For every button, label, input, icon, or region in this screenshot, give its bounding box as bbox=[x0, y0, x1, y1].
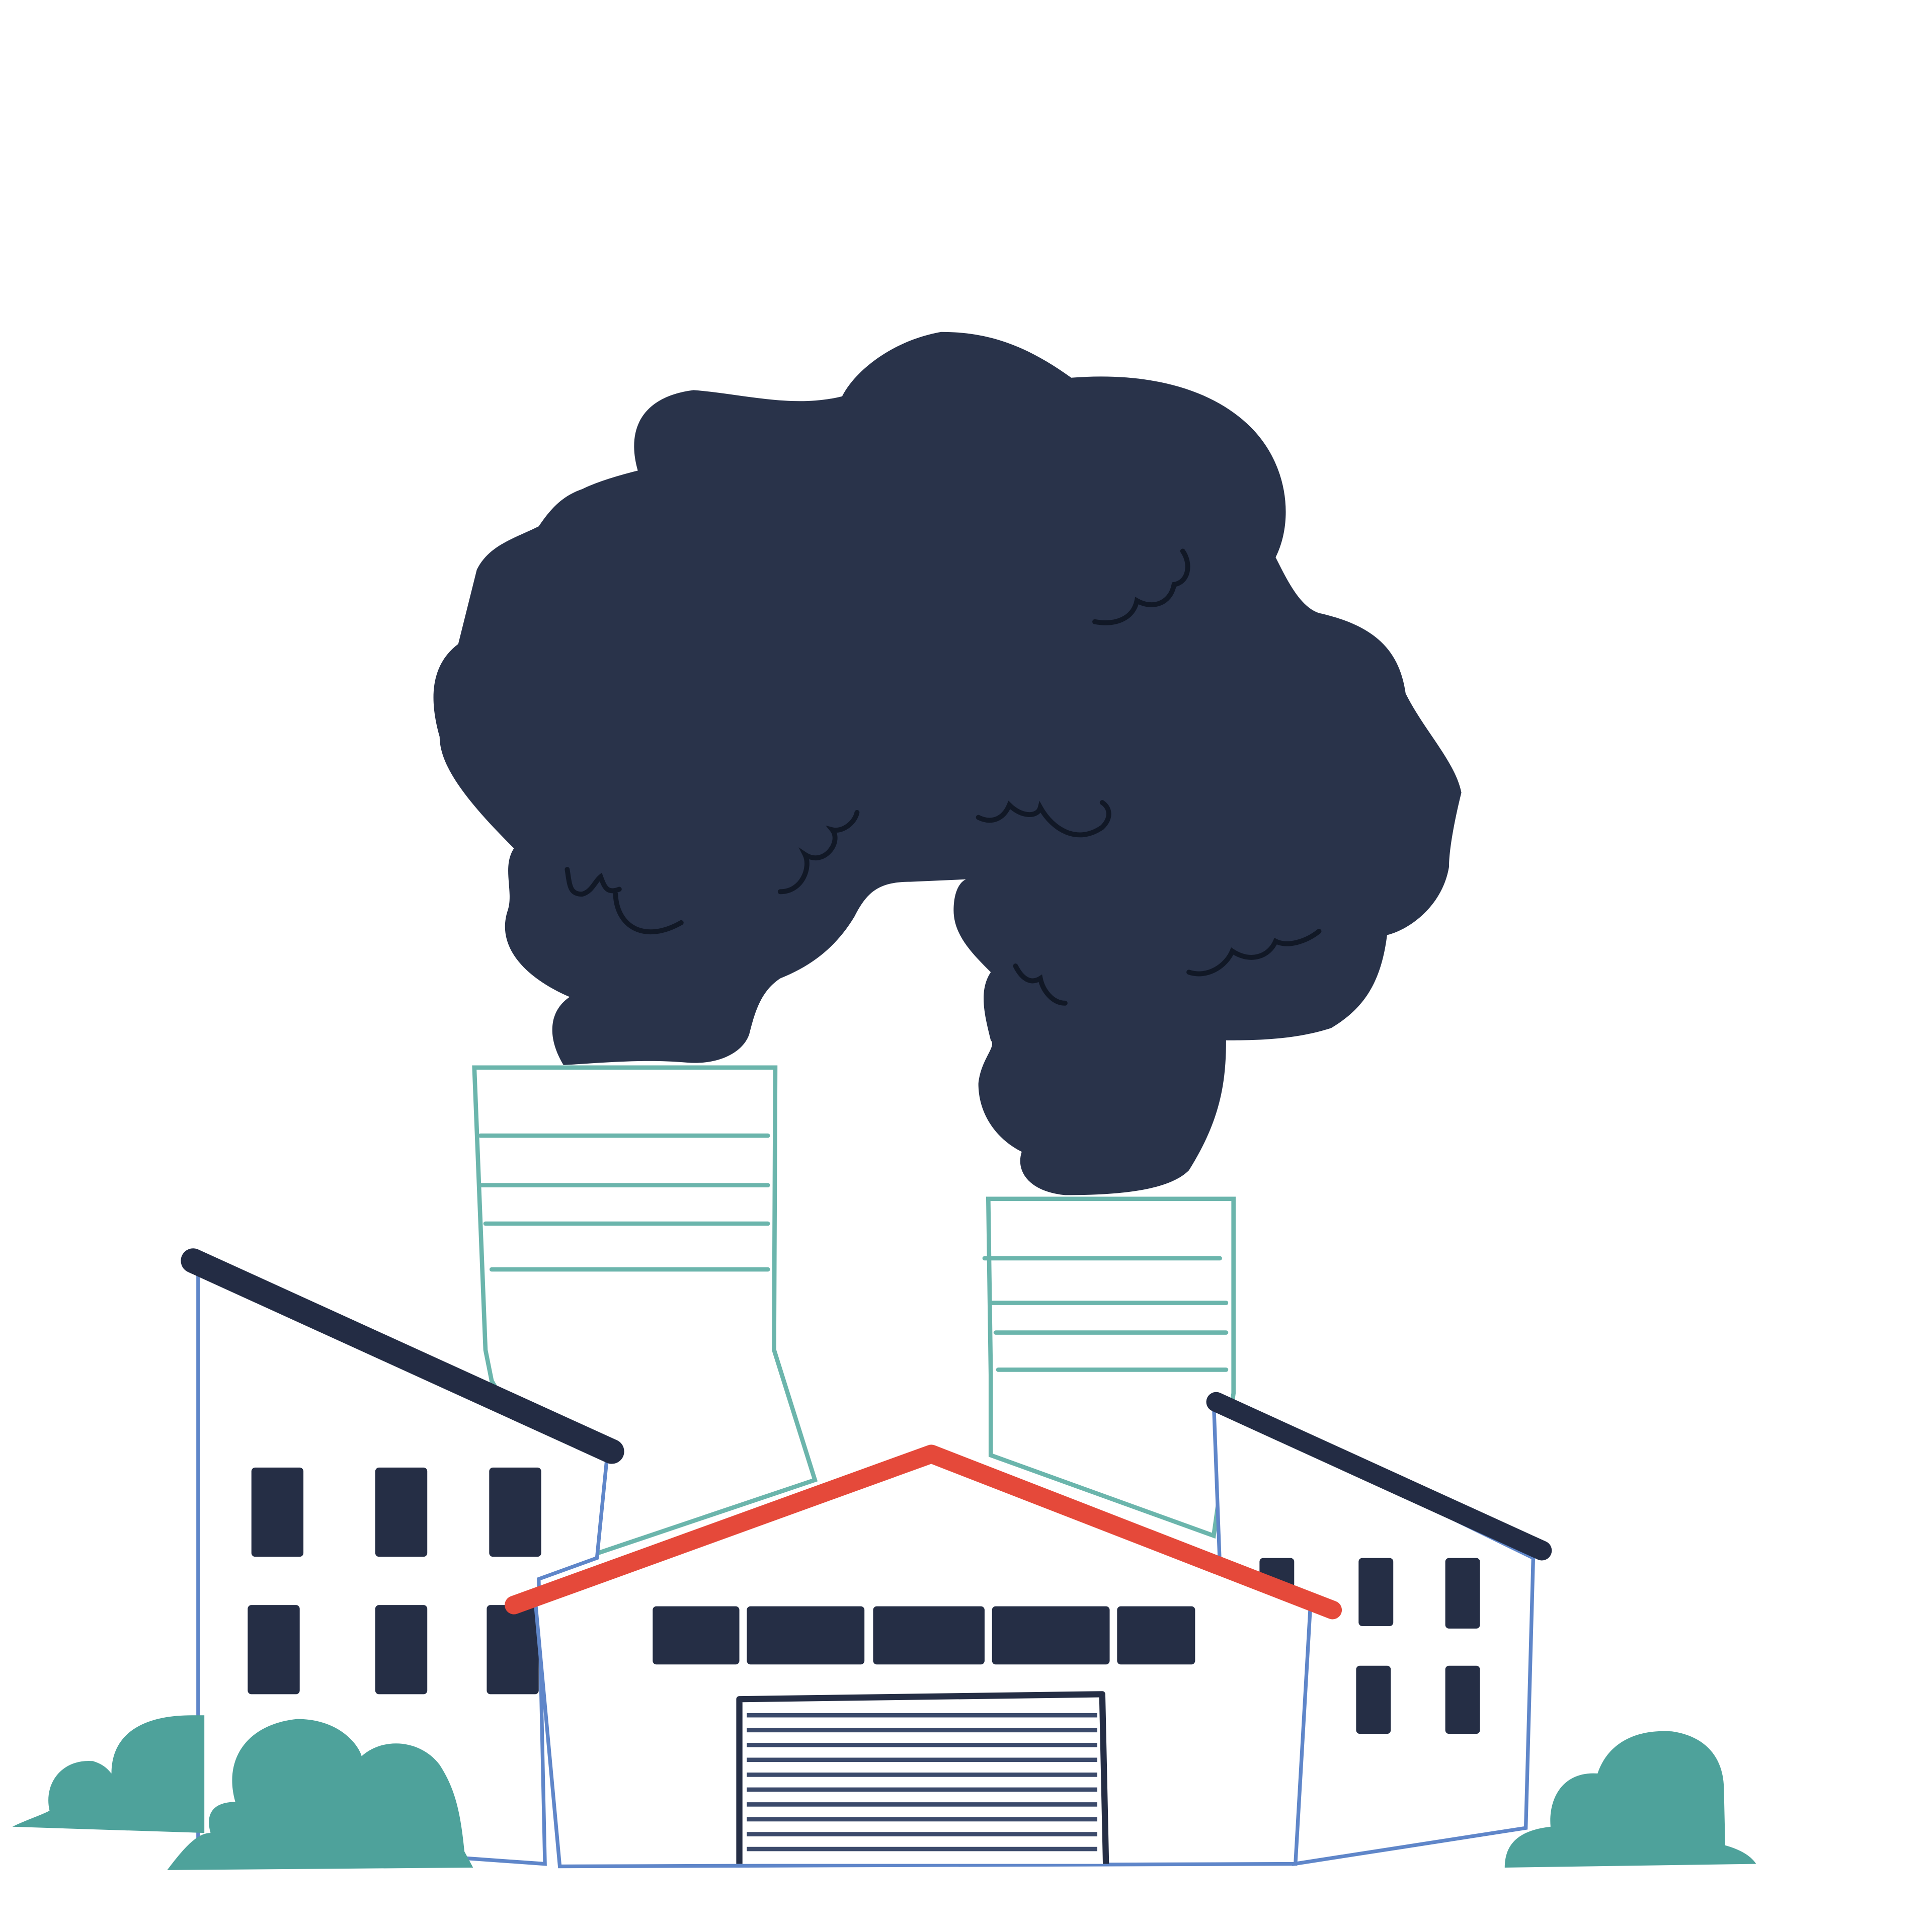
right-building-roof bbox=[1206, 1392, 1552, 1561]
right-building bbox=[1206, 1392, 1552, 1866]
main-building bbox=[505, 1444, 1342, 1869]
window bbox=[873, 1606, 985, 1665]
window bbox=[1358, 1558, 1394, 1626]
smoke-curl bbox=[1013, 963, 1068, 1006]
main-building-window-band bbox=[653, 1606, 1195, 1665]
smoke-curl bbox=[1186, 929, 1322, 977]
window bbox=[747, 1606, 865, 1665]
bush-left-front bbox=[167, 1719, 473, 1870]
left-building-roof bbox=[181, 1248, 624, 1464]
smoke-curl bbox=[613, 892, 684, 934]
garage-door-frame bbox=[736, 1691, 1109, 1864]
smoke-curl bbox=[976, 800, 1111, 838]
smoke-cloud bbox=[433, 332, 1462, 1195]
bush-right bbox=[1504, 1731, 1756, 1868]
right-chimney bbox=[982, 1196, 1236, 1539]
window bbox=[248, 1605, 300, 1695]
window bbox=[487, 1605, 539, 1695]
smoke-cloud-shape bbox=[433, 332, 1462, 1195]
right-chimney-outline bbox=[986, 1196, 1236, 1539]
window bbox=[375, 1467, 428, 1557]
window bbox=[1445, 1558, 1480, 1629]
window bbox=[251, 1467, 304, 1557]
window bbox=[1356, 1665, 1391, 1734]
smoke-curl bbox=[777, 810, 860, 895]
main-building-roof bbox=[505, 1444, 1342, 1620]
smoke-curl bbox=[1092, 548, 1190, 625]
window bbox=[653, 1606, 740, 1665]
smoke-curl bbox=[565, 867, 622, 897]
bush-left-back bbox=[12, 1715, 205, 1833]
bushes bbox=[12, 1715, 1756, 1870]
window bbox=[375, 1605, 428, 1695]
smoke-curls bbox=[565, 548, 1322, 1006]
window bbox=[992, 1606, 1110, 1665]
window bbox=[489, 1467, 541, 1557]
garage-door bbox=[736, 1691, 1109, 1864]
window bbox=[1445, 1665, 1480, 1734]
window bbox=[1117, 1606, 1195, 1665]
right-building-windows bbox=[1259, 1558, 1480, 1734]
garage-door-slats bbox=[747, 1713, 1097, 1852]
left-building-windows bbox=[248, 1467, 541, 1695]
